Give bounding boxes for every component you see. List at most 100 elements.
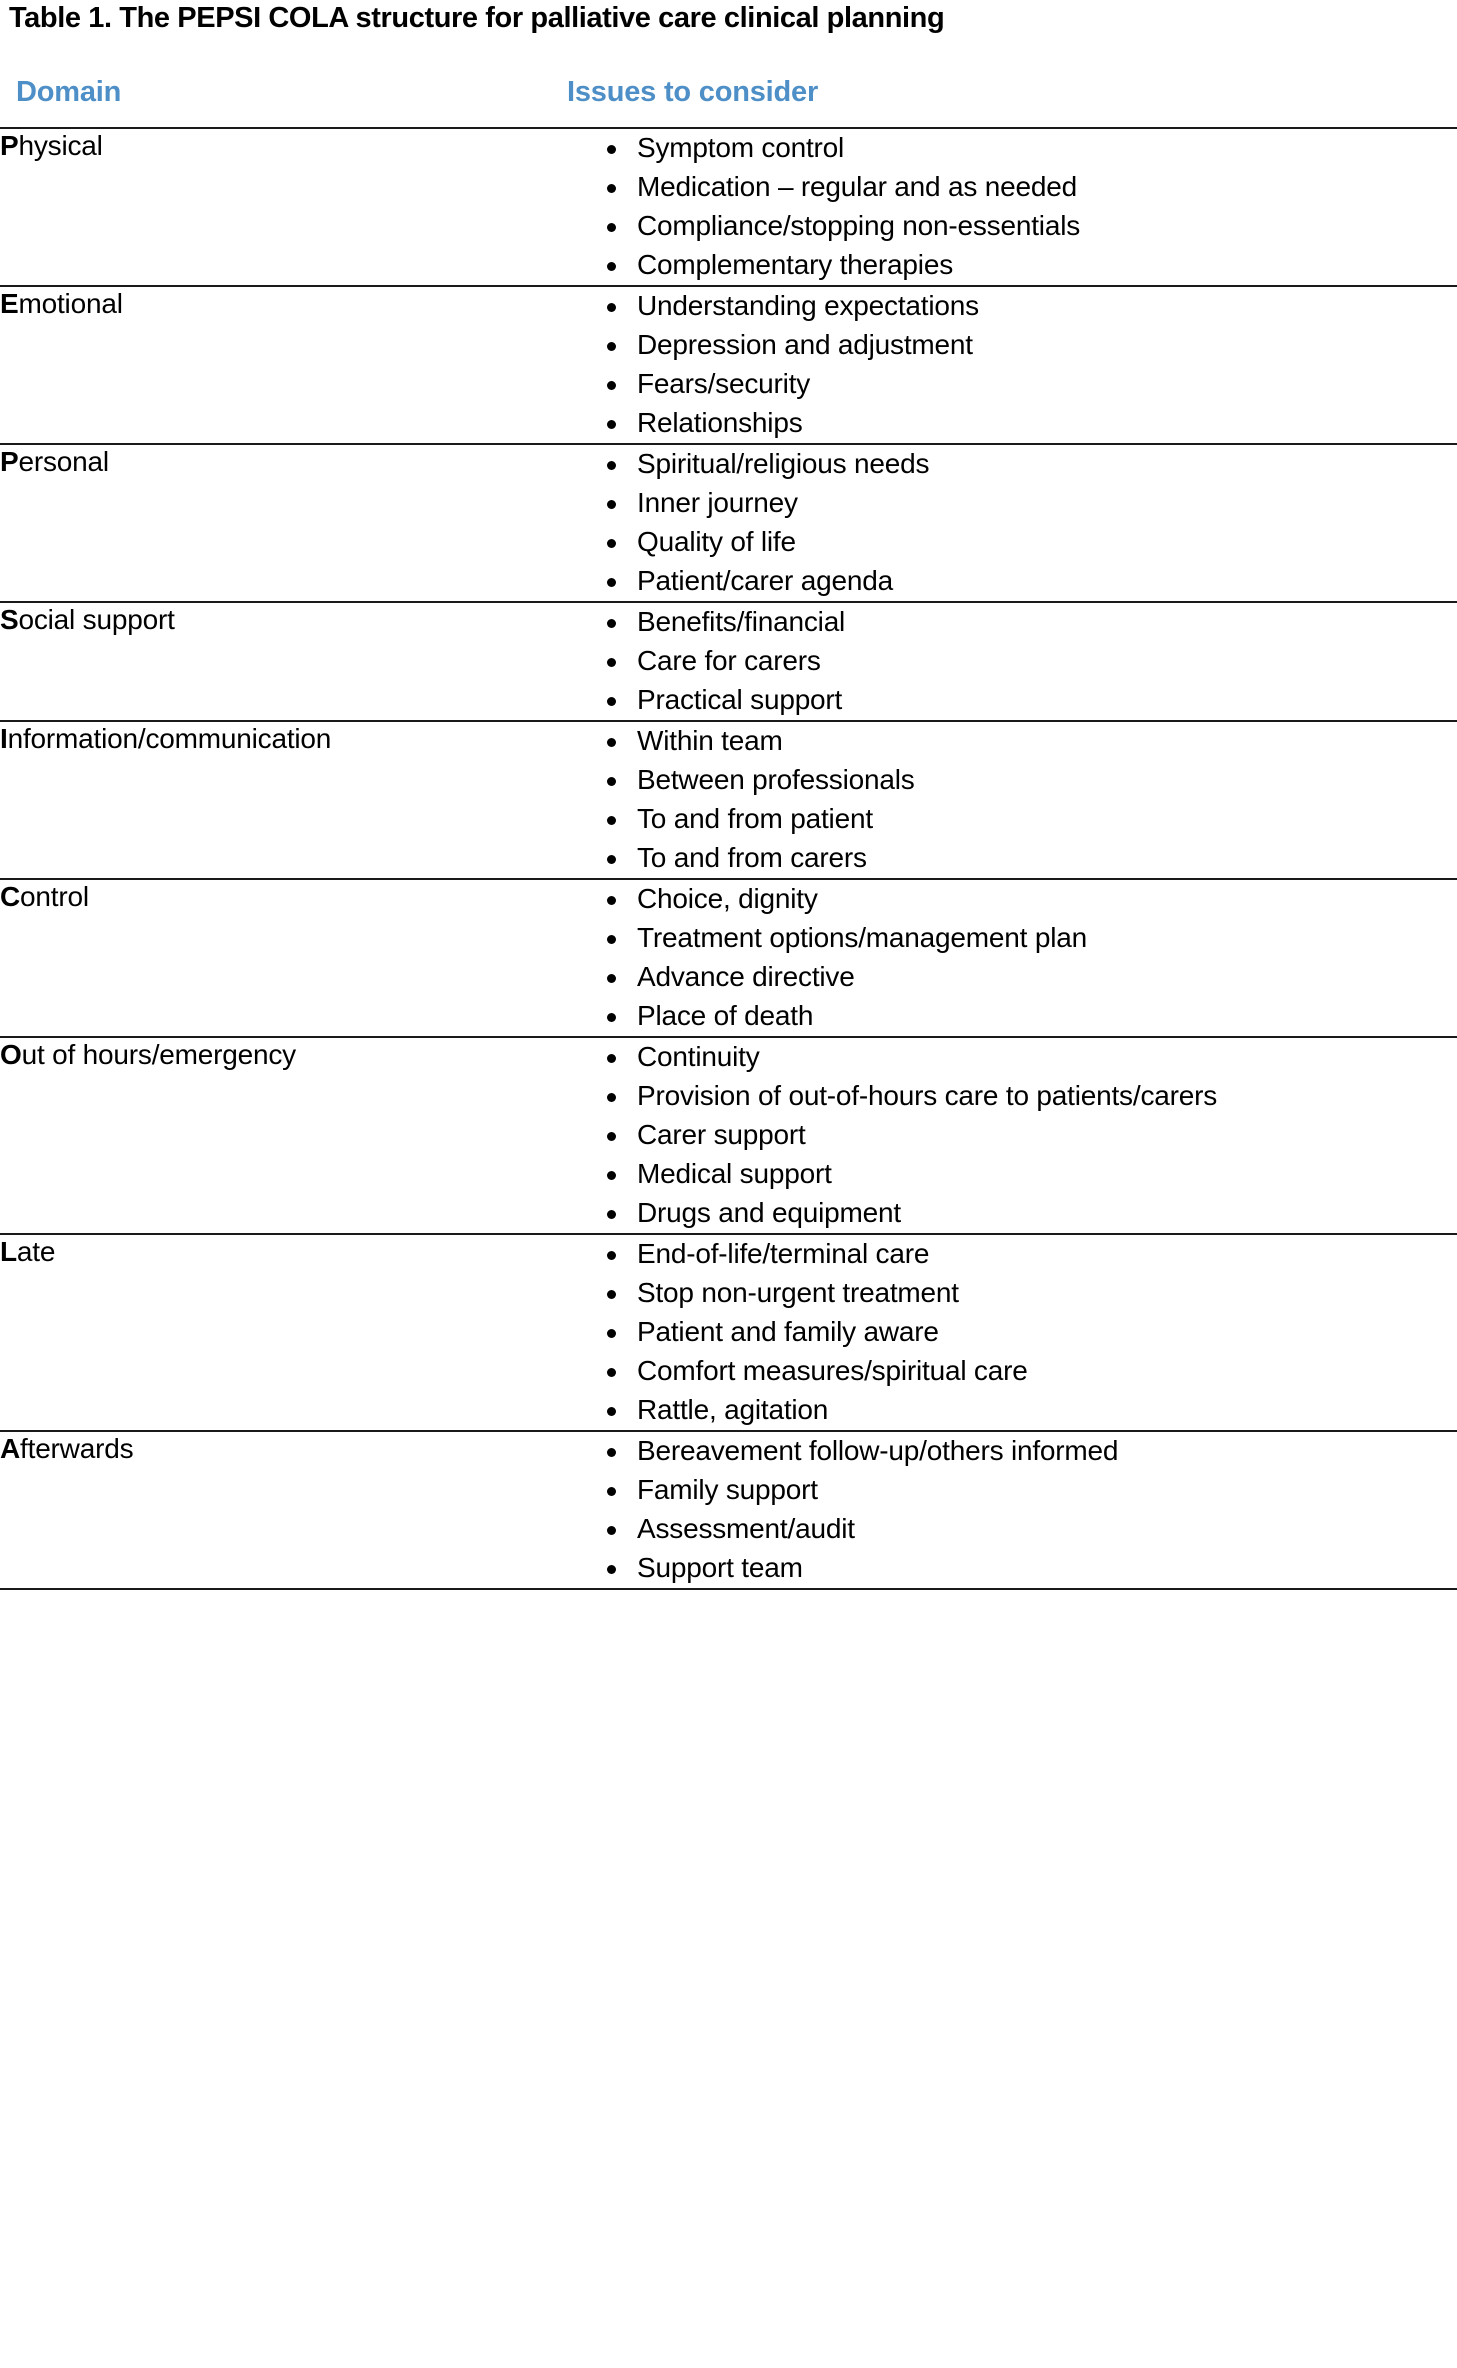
issue-item: Family support [552,1471,1457,1509]
domain-initial: I [0,723,8,754]
issue-item: Advance directive [552,958,1457,996]
domain-initial: E [0,288,19,319]
issue-item: Quality of life [552,523,1457,561]
domain-cell: Information/communication [0,721,552,879]
issue-item: Patient/carer agenda [552,562,1457,600]
table-header: Domain Issues to consider [0,60,1457,128]
domain-cell: Social support [0,602,552,721]
issue-item: Symptom control [552,129,1457,167]
issue-item: Provision of out-of-hours care to patien… [552,1077,1457,1115]
issue-item: Between professionals [552,761,1457,799]
domain-label: Out of hours/emergency [0,1038,552,1071]
issue-item: Depression and adjustment [552,326,1457,364]
domain-cell: Physical [0,128,552,286]
domain-label: Late [0,1235,552,1268]
issue-item: Complementary therapies [552,246,1457,284]
domain-cell: Out of hours/emergency [0,1037,552,1234]
domain-initial: A [0,1433,21,1464]
domain-initial: C [0,881,21,912]
issue-item: Patient and family aware [552,1313,1457,1351]
domain-rest: fterwards [20,1433,134,1464]
issue-item: End-of-life/terminal care [552,1235,1457,1273]
domain-cell: Late [0,1234,552,1431]
issue-item: Choice, dignity [552,880,1457,918]
domain-cell: Afterwards [0,1431,552,1589]
issue-item: To and from carers [552,839,1457,877]
issue-item: Bereavement follow-up/others informed [552,1432,1457,1470]
issue-item: Spiritual/religious needs [552,445,1457,483]
domain-initial: O [0,1039,22,1070]
issue-item: Continuity [552,1038,1457,1076]
issue-item: Fears/security [552,365,1457,403]
issue-item: Relationships [552,404,1457,442]
domain-cell: Personal [0,444,552,602]
issue-item: Assessment/audit [552,1510,1457,1548]
issue-item: Drugs and equipment [552,1194,1457,1232]
domain-rest: ersonal [18,446,109,477]
domain-rest: motional [18,288,123,319]
domain-label: Emotional [0,287,552,320]
issue-item: Treatment options/management plan [552,919,1457,957]
domain-initial: S [0,604,19,635]
issue-item: Medication – regular and as needed [552,168,1457,206]
issue-item: To and from patient [552,800,1457,838]
domain-rest: hysical [18,130,103,161]
domain-initial: P [0,446,19,477]
domain-rest: ate [16,1236,56,1267]
domain-label: Afterwards [0,1432,552,1465]
issue-item: Within team [552,722,1457,760]
table-caption: Table 1. The PEPSI COLA structure for pa… [9,2,945,34]
issue-item: Support team [552,1549,1457,1587]
issue-item: Carer support [552,1116,1457,1154]
domain-initial: P [0,130,19,161]
domain-rest: ontrol [20,881,89,912]
domain-label: Control [0,880,552,913]
issue-item: Stop non-urgent treatment [552,1274,1457,1312]
issue-item: Care for carers [552,642,1457,680]
issue-item: Benefits/financial [552,603,1457,641]
domain-label: Personal [0,445,552,478]
domain-cell: Emotional [0,286,552,444]
domain-rest: ocial support [18,604,175,635]
header-row: Domain Issues to consider [0,60,1457,128]
domain-cell: Control [0,879,552,1037]
issue-item: Place of death [552,997,1457,1035]
column-header-domain: Domain [16,76,122,108]
domain-label: Information/communication [0,722,552,755]
domain-label: Social support [0,603,552,636]
issue-item: Inner journey [552,484,1457,522]
issue-item: Practical support [552,681,1457,719]
issue-item: Compliance/stopping non-essentials [552,207,1457,245]
issue-item: Understanding expectations [552,287,1457,325]
domain-label: Physical [0,129,552,162]
issue-item: Rattle, agitation [552,1391,1457,1429]
domain-initial: L [0,1236,17,1267]
domain-rest: nformation/communication [7,723,332,754]
